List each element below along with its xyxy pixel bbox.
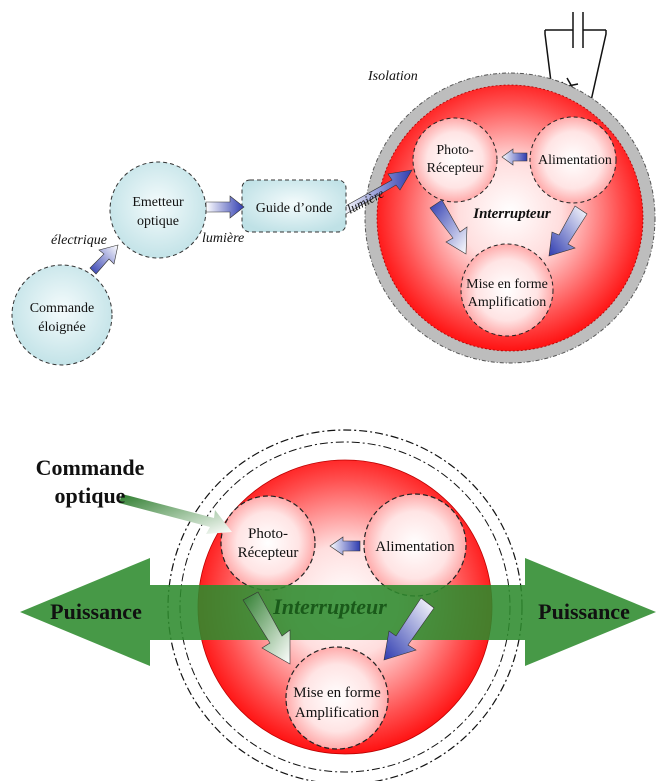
shaping-label-bottom-2: Amplification (295, 705, 380, 721)
shaping-label-2: Amplification (468, 295, 547, 310)
power-supply-label: Alimentation (538, 153, 612, 168)
electric-label: électrique (51, 233, 107, 248)
supply-to-shaping-arrow-bottom (383, 597, 435, 661)
photo-receptor-label-2: Récepteur (427, 161, 484, 176)
supply-to-receptor-arrow-bottom (329, 536, 361, 556)
optical-command-label-1: Commande (36, 455, 145, 480)
bottom-diagram: Commande optique Photo- Récepteur Alimen… (20, 429, 656, 781)
light-label-1: lumière (202, 231, 244, 246)
photo-receptor-node (412, 117, 498, 203)
power-supply-label-bottom: Alimentation (375, 539, 455, 555)
switch-label: Interrupteur (472, 206, 551, 222)
photo-receptor-label-bottom-2: Récepteur (238, 545, 299, 561)
shaping-label-bottom-1: Mise en forme (293, 685, 381, 701)
remote-command-label-2: éloignée (38, 320, 85, 335)
supply-to-receptor-arrow (501, 148, 528, 166)
shaping-amplification-node-bottom (285, 646, 389, 750)
optical-command-label-2: optique (55, 483, 126, 508)
command-to-emitter-arrow (89, 244, 119, 275)
receptor-to-shaping-arrow-bottom (242, 591, 291, 665)
receptor-to-shaping-arrow (429, 199, 468, 255)
emitter-to-guide-arrow (205, 195, 245, 219)
photo-receptor-label-1: Photo- (436, 143, 474, 158)
isolation-label: Isolation (367, 69, 418, 84)
photo-receptor-label-bottom-1: Photo- (248, 526, 288, 542)
supply-to-shaping-arrow (548, 205, 588, 257)
optical-emitter-label-2: optique (137, 214, 179, 229)
power-right-label: Puissance (538, 599, 630, 624)
remote-command-label-1: Commande (30, 301, 95, 316)
waveguide-label: Guide d’onde (256, 201, 333, 216)
top-diagram: Isolation Commande éloignée Emetteur opt… (11, 12, 656, 366)
shaping-label-1: Mise en forme (466, 277, 548, 292)
power-supply-node-bottom (363, 493, 467, 597)
power-supply-node (529, 116, 617, 204)
power-band-arrow (20, 558, 656, 666)
optical-command-arrow (119, 494, 232, 534)
light-input-arrow (341, 169, 413, 215)
optical-emitter-node (109, 161, 207, 259)
power-left-label: Puissance (50, 599, 142, 624)
remote-command-node (11, 264, 113, 366)
photo-receptor-node-bottom (220, 495, 316, 591)
switch-label-bottom: Interrupteur (272, 594, 387, 619)
optical-emitter-label-1: Emetteur (132, 195, 184, 210)
shaping-amplification-node (460, 243, 554, 337)
